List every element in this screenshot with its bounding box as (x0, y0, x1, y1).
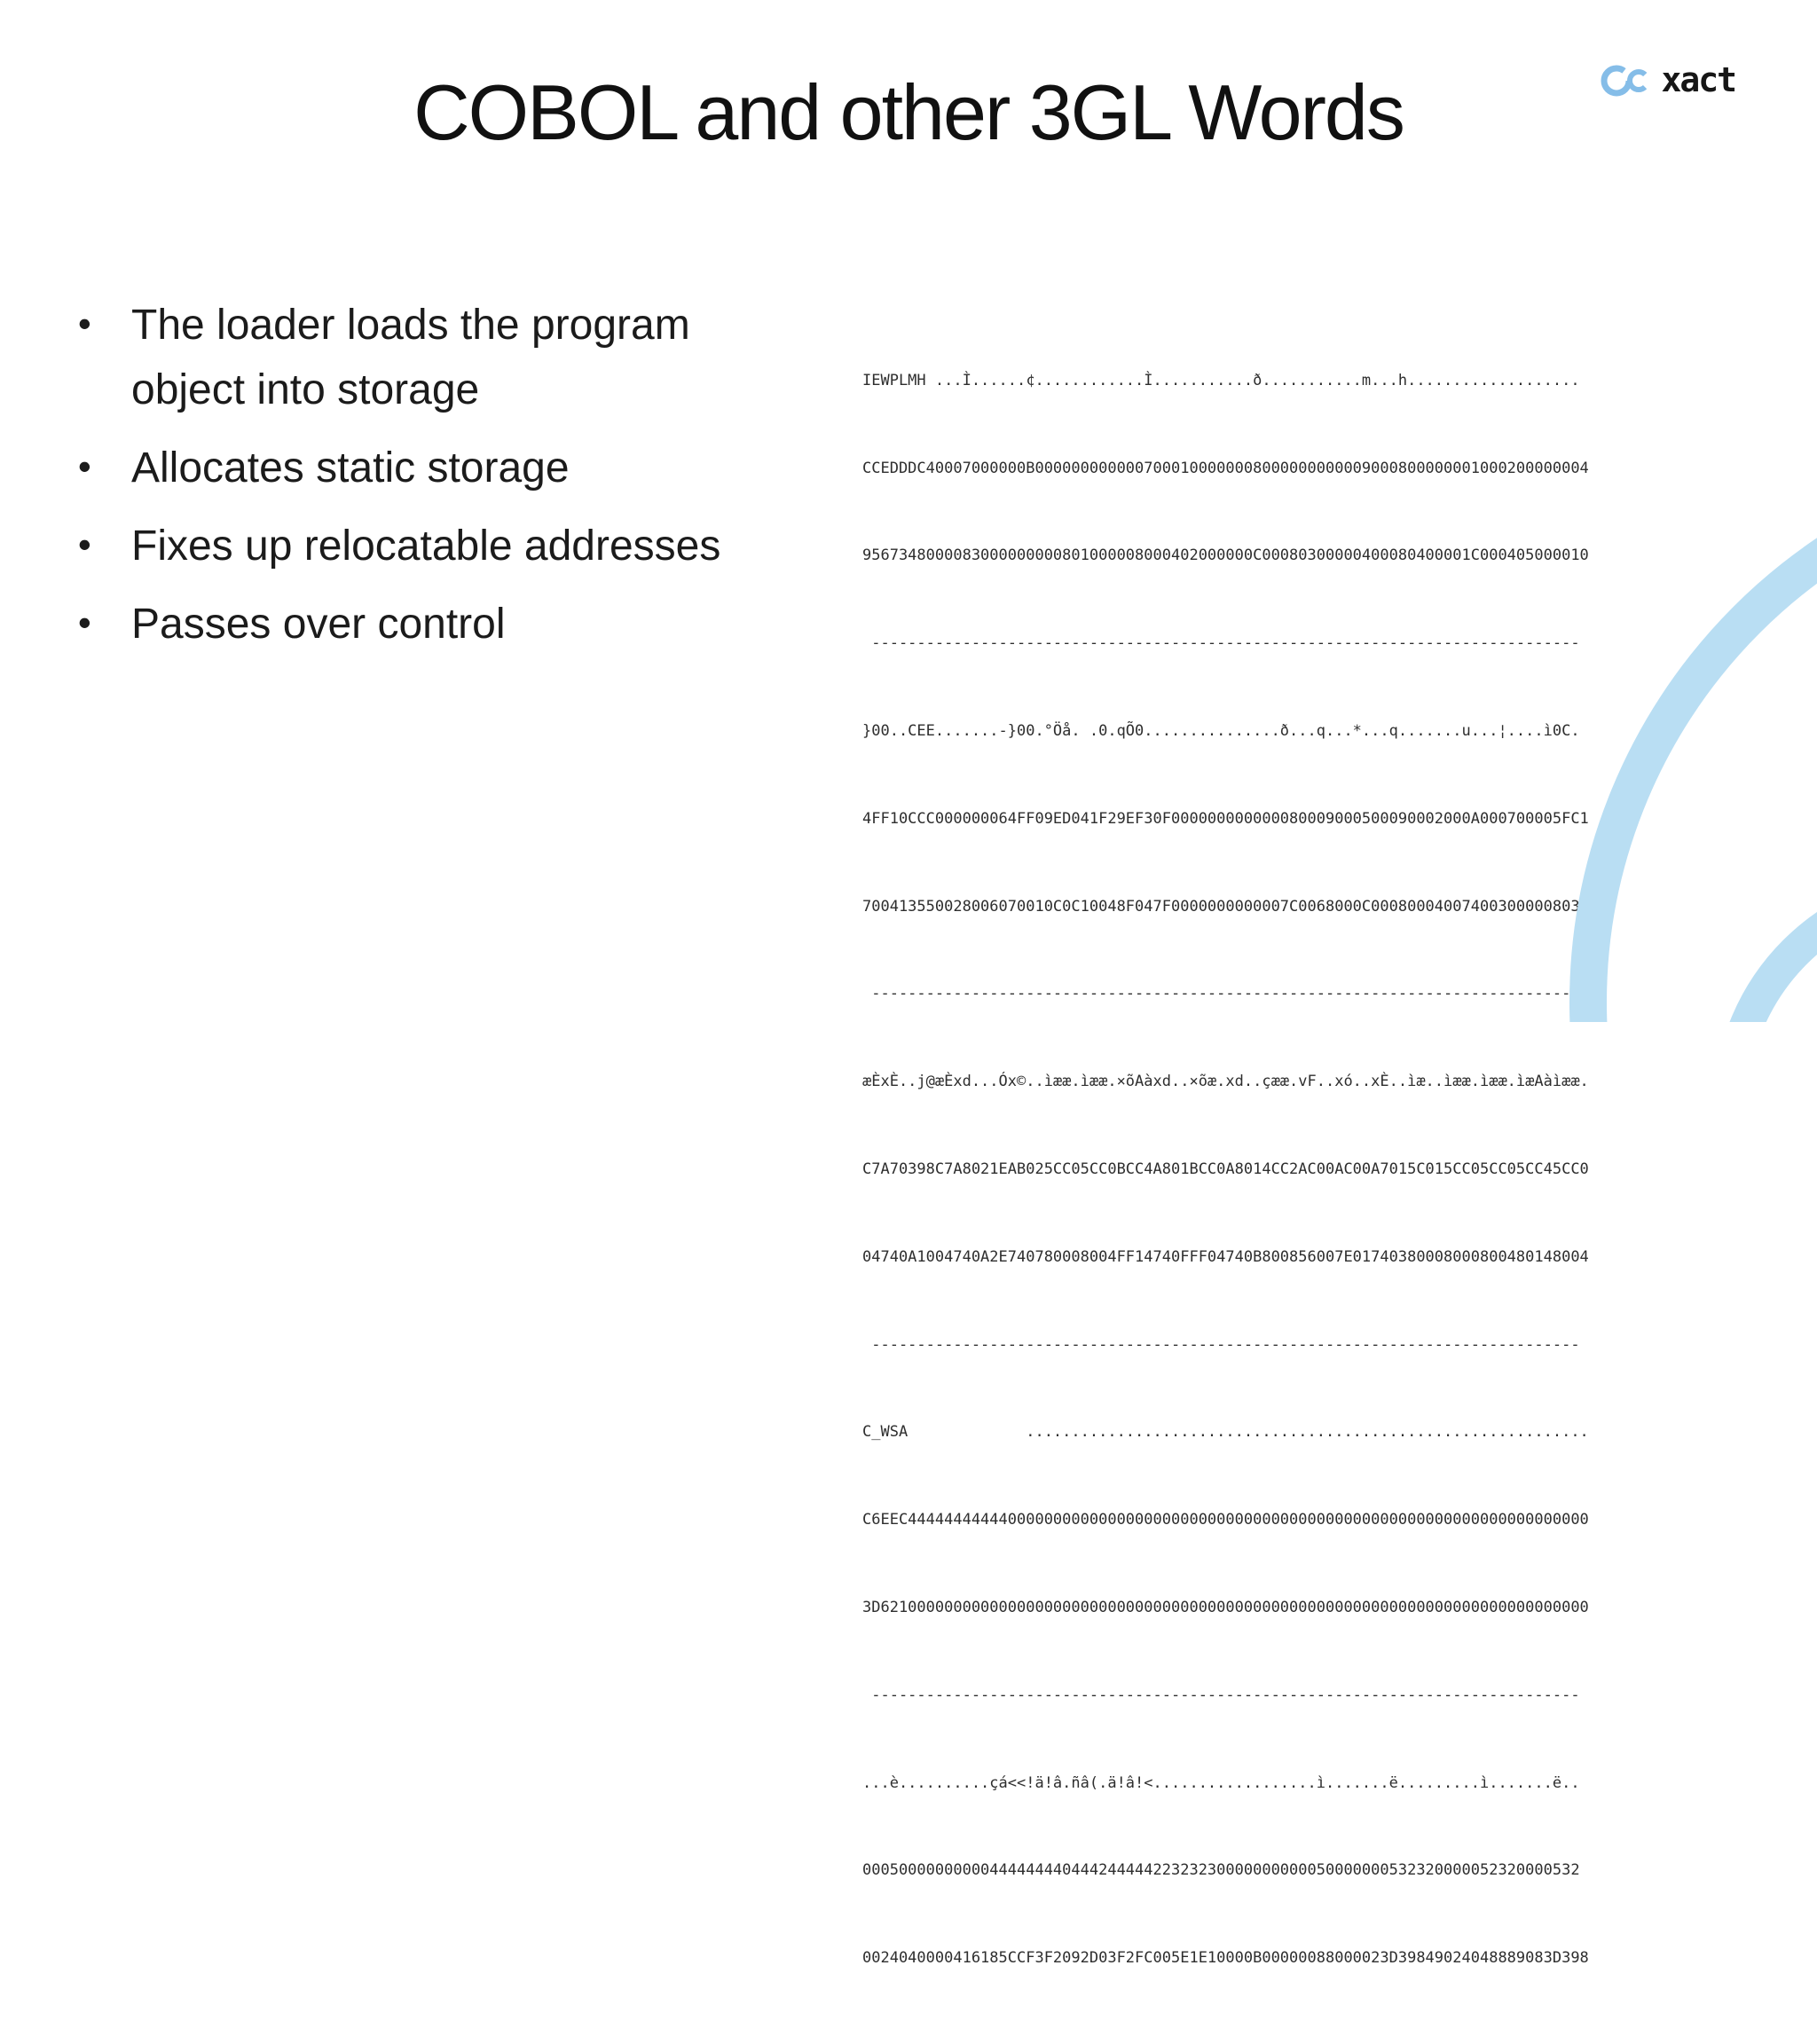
dump-line: IEWPLMH ...Ì......¢............Ì........… (862, 371, 1580, 389)
dump-line: 700413550028006070010C0C10048F047F000000… (862, 897, 1589, 916)
presentation-slide: COBOL and other 3GL Words xact The loade… (0, 0, 1817, 1022)
dump-line: ----------------------------------------… (862, 2035, 1589, 2044)
dump-line: ----------------------------------------… (862, 985, 1580, 1003)
dump-line: 4FF10CCC000000064FF09ED041F29EF30F000000… (862, 809, 1589, 828)
logo-text: xact (1661, 60, 1737, 99)
dump-line: }00..CEE.......-}00.°Öå. .0.qÕ0.........… (862, 722, 1580, 740)
logo-swirl-icon (1601, 65, 1651, 97)
bullet-text: The loader loads the program object into… (131, 302, 690, 413)
bullet-text: Passes over control (131, 601, 506, 648)
dump-line: ----------------------------------------… (862, 1686, 1580, 1704)
dump-line: ----------------------------------------… (862, 1335, 1580, 1354)
bullet-text: Fixes up relocatable addresses (131, 523, 721, 570)
dump-line: C6EEC44444444444000000000000000000000000… (862, 1511, 1589, 1529)
dump-line: 0005000000000044444444044424444422323230… (862, 1861, 1580, 1880)
dump-line: 0024040000416185CCF3F2092D03F2FC005E1E10… (862, 1949, 1589, 1968)
dump-line: ...è..........çá<<!ä!â.ñâ(.ä!â!<........… (862, 1773, 1580, 1792)
dump-line: CCEDDDC40007000000B000000000000700010000… (862, 459, 1589, 477)
bullet-item: Fixes up relocatable addresses (78, 512, 788, 578)
bullet-list: The loader loads the program object into… (78, 291, 788, 670)
bullet-text: Allocates static storage (131, 444, 570, 491)
dump-line: æÈxÈ..j@æÈxd...Óx©..ìææ.ìææ.×õAàxd..×õæ.… (862, 1073, 1589, 1091)
dump-line: ----------------------------------------… (862, 634, 1580, 653)
slide-title: COBOL and other 3GL Words (413, 68, 1405, 156)
memory-dump: IEWPLMH ...Ì......¢............Ì........… (862, 282, 1589, 2044)
bullet-item: Allocates static storage (78, 434, 788, 500)
dump-line: 3D62100000000000000000000000000000000000… (862, 1598, 1589, 1616)
bullet-item: Passes over control (78, 590, 788, 656)
bullet-item: The loader loads the program object into… (78, 291, 788, 422)
dump-line: 04740A1004740A2E740780008004FF14740FFF04… (862, 1247, 1589, 1266)
dump-line: C7A70398C7A8021EAB025CC05CC0BCC4A801BCC0… (862, 1160, 1589, 1178)
dump-line: C_WSA ..................................… (862, 1423, 1589, 1442)
logo: xact (1597, 59, 1737, 101)
dump-line: 9567348000083000000000801000008000402000… (862, 546, 1589, 565)
